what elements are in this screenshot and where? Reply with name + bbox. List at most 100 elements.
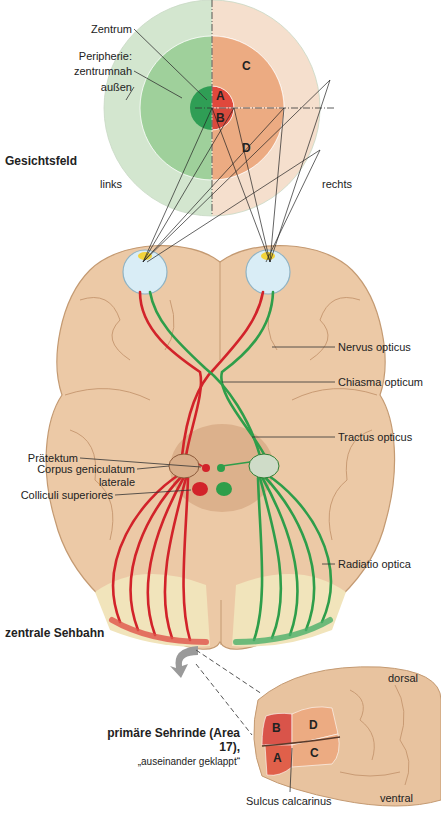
leader-lines [80,29,335,792]
cortex-region: A [265,745,292,777]
midbrain-nuclei [169,454,279,496]
brain-ventral-part [292,389,377,400]
sight-lines-part [270,108,284,262]
optic-fibers-part [140,292,201,456]
midbrain-nuclei-part [202,464,210,472]
brain-ventral-part [165,300,174,350]
sector-fill [262,713,292,745]
visual-field-part [140,36,212,180]
visual-field [104,0,320,216]
sector-letter: D [242,142,251,154]
cortex-region: C [292,734,342,767]
brain-lateral-inset-part [340,772,400,776]
sector-letter: B [216,112,225,124]
axis-lines-part [212,0,213,216]
axis-lines-part [195,108,336,109]
axis-lines [195,0,336,216]
optic-fibers-part [260,478,281,638]
zoom-arrow [170,646,262,735]
anatomy-label: Chiasma opticum [338,376,438,389]
anatomy-label: Peripherie: [40,50,132,63]
heading-label: Gesichtsfeld [5,154,125,168]
eyes-part [246,250,290,294]
zoom-arrow-part [196,650,262,694]
brain-ventral-part [46,246,394,650]
field-sector: C [212,36,284,108]
anatomy-label: Tractus opticus [338,431,438,444]
sector-letter: D [309,719,318,731]
brain-ventral-part [221,600,222,645]
anatomy-label: links [100,178,160,191]
sector-letter: B [272,722,281,734]
optic-fibers [112,292,331,642]
anatomy-label: „auseinander geklappt“ [60,756,240,768]
optic-fibers-part [264,476,314,630]
leader-lines-part [134,29,207,100]
zoom-arrow-part [196,664,252,735]
sector-letter: A [216,90,225,102]
optic-fibers-part [236,620,330,642]
sight-lines [143,80,330,262]
anatomy-label: Radiatio optica [338,558,438,571]
heading-label: zentrale Sehbahn [5,626,165,640]
brain-lateral-inset-part [395,685,409,785]
sight-lines-part [143,108,284,262]
eyes-part [123,250,167,294]
midbrain-nuclei-part [217,464,225,472]
leader-lines-part [322,564,335,565]
eyes [123,250,290,294]
visual-field-part [190,86,212,130]
sight-lines-part [143,108,234,262]
anatomy-label: Sulcus calcarinus [246,795,356,808]
optic-fibers-part [254,478,262,640]
sector-letter: C [310,747,319,759]
anatomy-label: rechts [322,178,382,191]
anatomy-label: Corpus geniculatum laterale [14,463,135,489]
sector-fill [265,745,292,775]
leader-lines-part [137,466,169,469]
anatomy-label: zentrumnah [40,65,132,78]
sight-lines-part [270,80,330,262]
optic-fibers-part [184,478,190,640]
sector-letter: A [273,752,282,764]
anatomy-label: außen [40,81,132,94]
eyes-part [138,252,152,260]
brain-ventral [46,246,394,650]
leader-lines-part [115,490,191,495]
midbrain-nuclei-part [216,482,232,496]
midbrain-nuclei-part [192,482,208,496]
optic-fibers-part [221,292,273,456]
brain-ventral-part [65,389,150,400]
anatomy-label: Nervus opticus [338,341,438,354]
leader-lines-part [80,458,201,467]
anatomy-label: ventral [380,792,440,805]
optic-fibers-part [222,462,250,466]
heading-label: primäre Sehrinde (Area 17), [98,726,240,754]
leader-lines-part [222,382,335,383]
sector-fill [212,36,284,108]
sight-lines-part [143,80,330,262]
anatomy-label: dorsal [388,672,440,685]
brain-ventral-part [80,298,130,361]
brain-lateral-inset [254,667,441,806]
sector-letter: C [242,60,251,72]
sight-lines-part [266,150,320,262]
optic-fibers-part [112,620,206,642]
anatomy-label: Colliculi superiores [10,489,113,502]
calcarine-sulcus [262,737,340,746]
optic-fibers-part [131,476,182,630]
sight-lines-part [234,108,270,262]
optic-fibers-part [150,292,260,456]
brain-ventral-part [232,574,346,647]
brain-lateral-inset-part [350,690,374,760]
brain-ventral-part [268,300,277,350]
visual-field-part [140,36,284,180]
eyes-part [261,252,275,260]
visual-field-part [212,0,320,216]
leader-lines-part [252,437,335,438]
leader-lines-part [272,347,335,348]
sector-fill [292,734,339,767]
leader-lines-part [290,748,292,792]
leader-lines-part [126,87,134,100]
